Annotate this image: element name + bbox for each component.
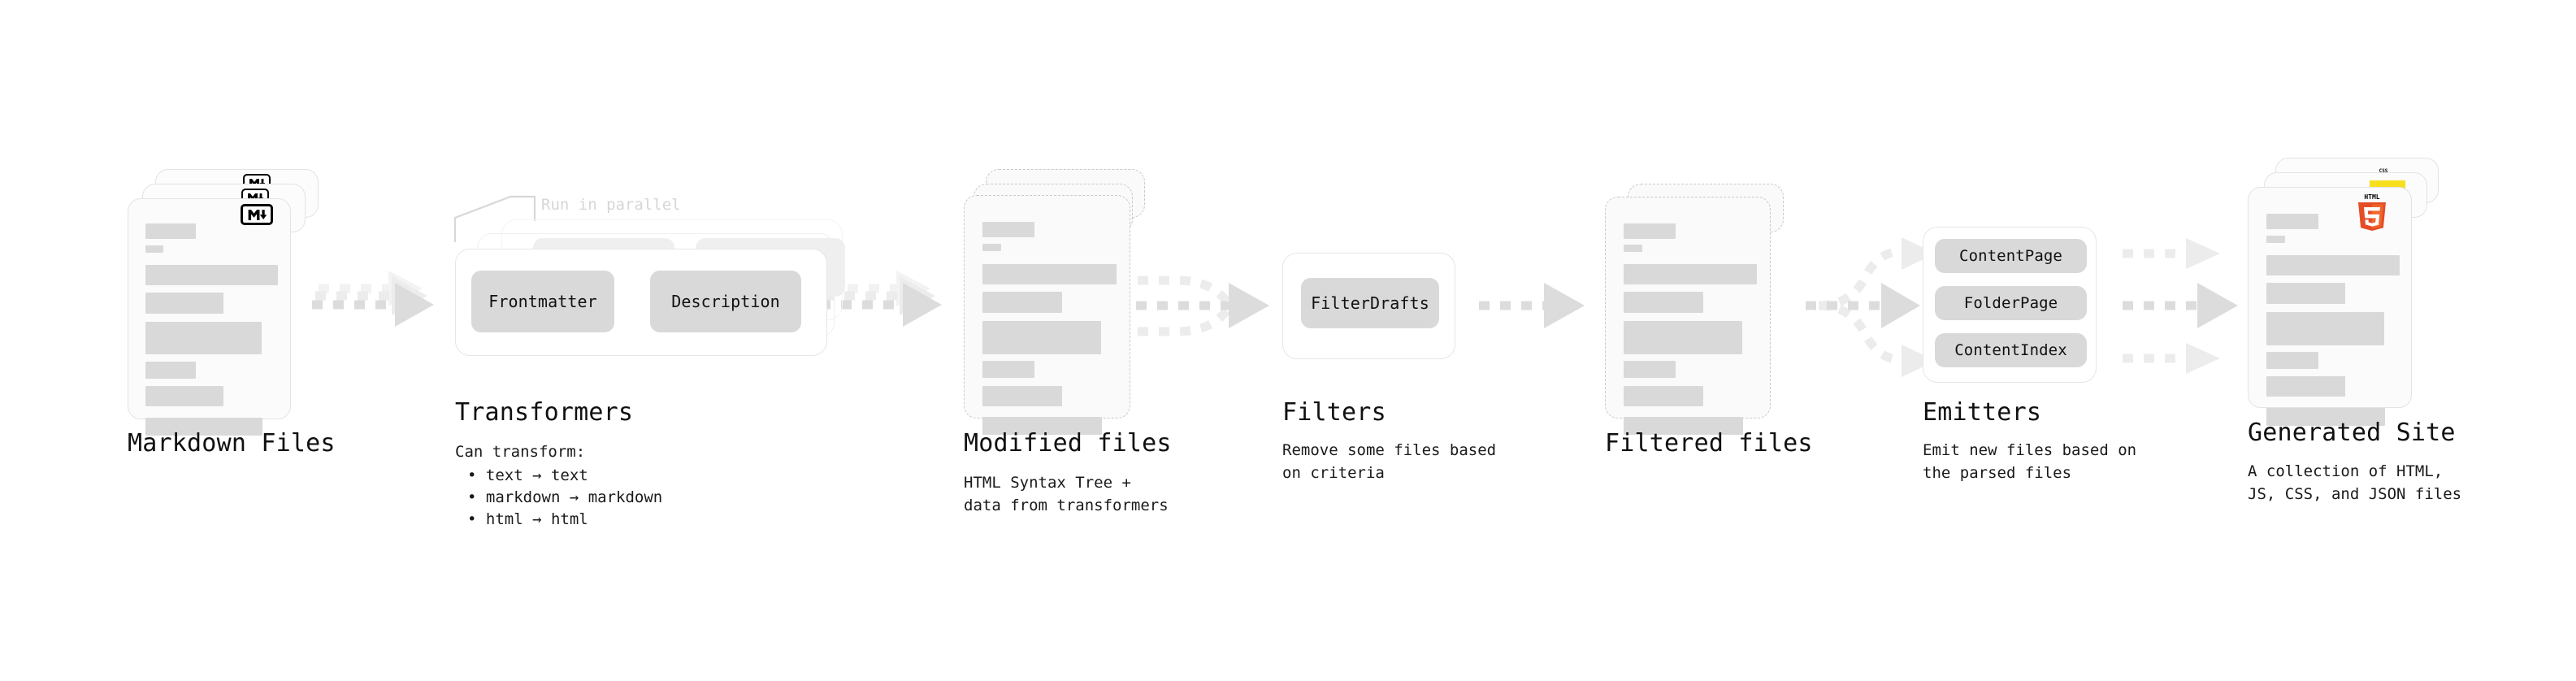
doc-bar bbox=[982, 292, 1062, 313]
transformers-bullet-1: • markdown → markdown bbox=[467, 488, 663, 506]
doc-bar bbox=[2266, 214, 2318, 229]
doc-bar bbox=[1624, 245, 1642, 252]
doc-bar bbox=[145, 245, 163, 253]
site-desc-line-0: A collection of HTML, bbox=[2248, 462, 2444, 480]
markdown-card-front bbox=[128, 198, 291, 436]
doc-bar bbox=[2266, 312, 2384, 345]
site-card-front bbox=[2248, 187, 2412, 426]
doc-bar bbox=[145, 223, 196, 239]
doc-bar bbox=[145, 293, 223, 314]
doc-bar bbox=[982, 386, 1062, 406]
doc-bar bbox=[1624, 417, 1743, 435]
doc-bar bbox=[145, 386, 223, 406]
doc-bar bbox=[1624, 361, 1676, 378]
arrow-modified-to-filters bbox=[1136, 275, 1269, 336]
filtered-card-front bbox=[1605, 197, 1771, 435]
doc-bar bbox=[982, 264, 1117, 284]
emitters-desc-line-1: the parsed files bbox=[1923, 464, 2072, 482]
doc-bar bbox=[1624, 292, 1703, 313]
doc-bar bbox=[982, 417, 1102, 435]
stage-title-modified-files: Modified files bbox=[964, 429, 1172, 458]
stage-title-generated-site: Generated Site bbox=[2248, 419, 2456, 447]
chip-frontmatter[interactable]: Frontmatter bbox=[471, 271, 614, 332]
modified-card-front bbox=[964, 195, 1130, 435]
filters-desc-line-1: on criteria bbox=[1282, 464, 1385, 482]
modified-desc-line-0: HTML Syntax Tree + bbox=[964, 474, 1131, 492]
emitters-desc-line-0: Emit new files based on bbox=[1923, 441, 2137, 459]
emitters-panel: ContentPage FolderPage ContentIndex bbox=[1923, 227, 2097, 383]
arrow-emitters-to-site bbox=[2123, 238, 2238, 374]
stage-title-filtered-files: Filtered files bbox=[1605, 429, 1813, 458]
arrow-markdown-to-transformers bbox=[312, 271, 434, 327]
chip-folderpage[interactable]: FolderPage bbox=[1935, 286, 2087, 320]
filters-panel: FilterDrafts bbox=[1282, 253, 1455, 359]
doc-bar bbox=[2266, 236, 2285, 243]
chip-description[interactable]: Description bbox=[650, 271, 801, 332]
doc-bar bbox=[982, 244, 1001, 251]
filters-desc-line-0: Remove some files based bbox=[1282, 441, 1497, 459]
doc-bar bbox=[145, 418, 262, 436]
arrow-filters-to-filtered bbox=[1479, 283, 1585, 328]
doc-bar bbox=[145, 322, 262, 354]
doc-bar bbox=[2266, 352, 2318, 369]
doc-bar bbox=[982, 361, 1034, 378]
stage-title-transformers: Transformers bbox=[455, 398, 634, 427]
chip-contentpage[interactable]: ContentPage bbox=[1935, 239, 2087, 273]
doc-bar bbox=[1624, 223, 1676, 239]
site-desc-line-1: JS, CSS, and JSON files bbox=[2248, 485, 2462, 503]
stage-title-filters: Filters bbox=[1282, 398, 1386, 427]
doc-bar bbox=[2266, 255, 2400, 275]
modified-desc-line-1: data from transformers bbox=[964, 497, 1169, 514]
html5-icon: HTML bbox=[2354, 192, 2390, 231]
doc-bar bbox=[145, 265, 278, 285]
chip-contentindex[interactable]: ContentIndex bbox=[1935, 333, 2087, 367]
doc-bar bbox=[2266, 408, 2385, 426]
transformers-bullet-2: • html → html bbox=[467, 510, 588, 528]
chip-filterdrafts[interactable]: FilterDrafts bbox=[1301, 278, 1439, 328]
doc-bar bbox=[1624, 321, 1742, 354]
transformers-desc-head: Can transform: bbox=[455, 443, 586, 461]
arrow-filtered-to-emitters bbox=[1806, 237, 1936, 377]
markdown-icon bbox=[241, 204, 273, 225]
svg-text:CSS: CSS bbox=[2379, 168, 2388, 174]
doc-bar bbox=[145, 362, 196, 379]
doc-bar bbox=[982, 222, 1034, 237]
stage-title-emitters: Emitters bbox=[1923, 398, 2042, 427]
svg-text:HTML: HTML bbox=[2364, 193, 2379, 201]
doc-bar bbox=[2266, 376, 2345, 397]
doc-bar bbox=[982, 321, 1101, 354]
transformers-bullet-0: • text → text bbox=[467, 466, 588, 484]
parallel-annotation: Run in parallel bbox=[541, 196, 681, 214]
doc-bar bbox=[1624, 264, 1757, 284]
transformer-panel-front: Frontmatter Description bbox=[455, 249, 827, 356]
doc-bar bbox=[1624, 386, 1703, 406]
doc-bar bbox=[2266, 283, 2345, 304]
stage-title-markdown-files: Markdown Files bbox=[128, 429, 336, 458]
